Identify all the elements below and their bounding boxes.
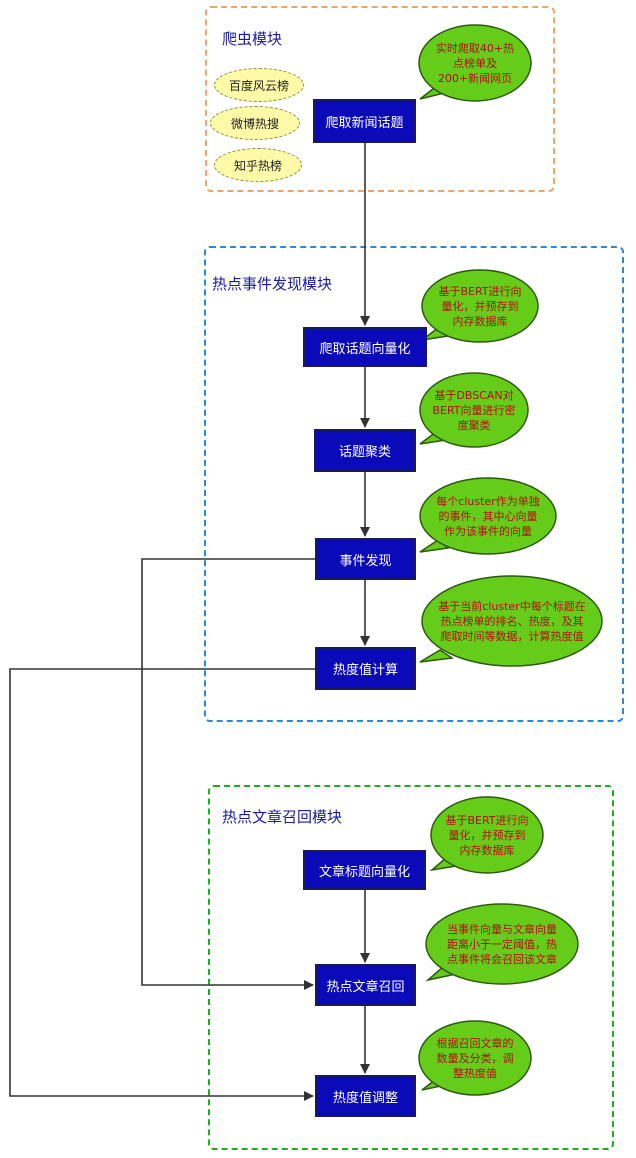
bubble-heat-tail <box>419 649 455 663</box>
recall-module-title: 热点文章召回模块 <box>222 808 343 826</box>
note-crawl: 实时爬取40+热 点榜单及 200+新闻网页 <box>435 41 515 85</box>
bubble-cluster <box>419 372 529 448</box>
bubble-crawl-body <box>418 24 532 102</box>
recall-module <box>208 785 614 1150</box>
node-event-discovery: 事件发现 <box>315 538 416 580</box>
crawler-module-title: 爬虫模块 <box>222 30 283 48</box>
note-recall: 当事件向量与文章向量 距离小于一定阈值，热 点事件将会召回该文章 <box>447 922 557 966</box>
note-adjust: 根据召回文章的 数量及分类，调 整热度值 <box>436 1036 514 1080</box>
bubble-recall <box>425 903 579 985</box>
node-heat-calc: 热度值计算 <box>315 647 416 690</box>
bubble-vectorize <box>421 269 539 343</box>
note-event: 每个cluster作为单独 的事件，其中心向量 作为该事件的向量 <box>436 494 540 538</box>
event-module <box>204 246 624 722</box>
bubble-heat <box>421 575 603 667</box>
bubble-titlevec <box>430 796 544 874</box>
note-title-vec: 基于BERT进行向 量化，并预存到 内存数据库 <box>445 813 529 857</box>
bubble-adjust <box>418 1020 532 1096</box>
note-vectorize: 基于BERT进行向 量化，并预存到 内存数据库 <box>438 284 522 328</box>
bubble-event <box>419 477 557 555</box>
node-vectorize-topics: 爬取话题向量化 <box>303 327 427 367</box>
source-zhihu: 知乎热榜 <box>214 148 302 182</box>
node-crawl-news: 爬取新闻话题 <box>313 99 416 143</box>
source-weibo: 微博热搜 <box>210 106 300 140</box>
crawler-module <box>205 6 555 192</box>
node-title-vectorize: 文章标题向量化 <box>303 850 426 890</box>
connector-heat-to-adjust <box>9 668 315 1101</box>
source-baidu: 百度风云榜 <box>214 68 304 102</box>
node-topic-clustering: 话题聚类 <box>314 429 416 472</box>
node-hot-recall: 热点文章召回 <box>315 964 416 1006</box>
node-heat-adjust: 热度值调整 <box>315 1075 416 1117</box>
note-heat: 基于当前cluster中每个标题在 热点榜单的排名、热度，及其 爬取时间等数据，… <box>438 599 586 643</box>
event-module-title: 热点事件发现模块 <box>212 275 333 293</box>
note-cluster: 基于DBSCAN对 BERT向量进行密 度聚类 <box>432 388 516 432</box>
connector-event-to-recall <box>141 558 315 990</box>
